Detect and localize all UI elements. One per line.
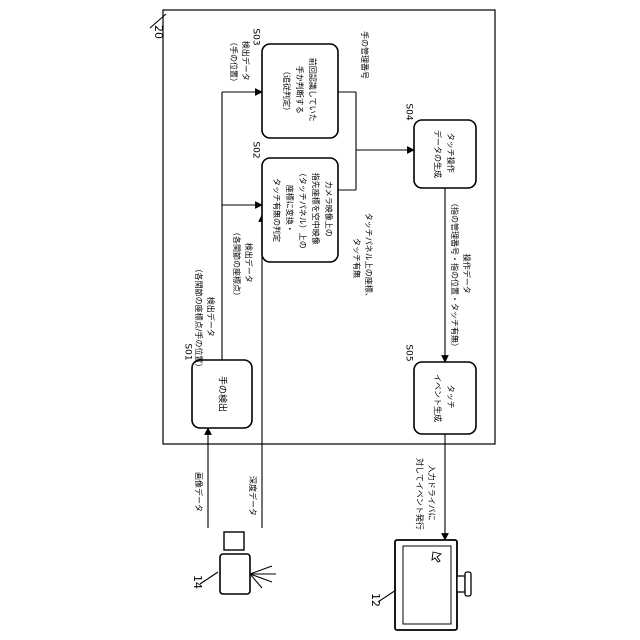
step-s02-id: S02	[251, 141, 261, 158]
label-operation-data: 操作データ （指の管理番号・指の位置・タッチ有無）	[450, 199, 472, 351]
label-depth-data: 深度データ	[248, 476, 258, 516]
step-s02-text: カメラ映像上の 指先座標を空中映像 （タッチパネル）上の 座標に変換・ タッチ有…	[272, 169, 334, 252]
s04-line: タッチ操作	[446, 133, 456, 173]
s02-line: （タッチパネル）上の	[298, 169, 307, 249]
step-s04-id: S04	[404, 103, 414, 120]
label-hand-mgmt: 手の管理番号	[360, 31, 370, 79]
s04-line: データの生成	[433, 130, 443, 178]
label-detect-joints: 検出データ （各関節の座標点）	[232, 228, 254, 300]
monitor-icon	[395, 540, 471, 630]
step-s03-id: S03	[251, 28, 261, 45]
step-s03-text: 前回認識していた 手か判断する （追従判定）	[282, 58, 318, 124]
s02-line: カメラ映像上の	[324, 181, 334, 237]
step-s01-text: 手の検出	[217, 376, 229, 412]
s02-line: 指先座標を空中映像	[311, 173, 321, 245]
s02-line: タッチ有無の判定	[272, 178, 282, 242]
step-s05-box	[414, 362, 476, 434]
label-detect-all: 検出データ （各関節の座標点/手の位置）	[194, 265, 216, 372]
frame-label: 20	[152, 25, 165, 39]
step-s01-id: S01	[183, 343, 193, 360]
label-image-data: 画像データ	[194, 472, 204, 512]
s02-line: 座標に変換・	[285, 185, 295, 233]
s03-line: 前回認識していた	[308, 58, 318, 122]
label-driver-event: 入力ドライバに 対してイベント発行	[415, 458, 437, 530]
label-touch-coords: タッチパネル上の座標、 タッチ有無	[352, 213, 374, 304]
s05-line: イベント生成	[433, 374, 443, 422]
s05-line: タッチ	[446, 385, 455, 409]
step-s04-box	[414, 120, 476, 188]
s03-line: （追従判定）	[282, 67, 292, 115]
s03-line: 手か判断する	[295, 66, 305, 114]
step-s05-id: S05	[404, 344, 414, 361]
camera-icon	[220, 532, 276, 594]
label-detect-hand: 検出データ （手の位置）	[229, 38, 251, 86]
